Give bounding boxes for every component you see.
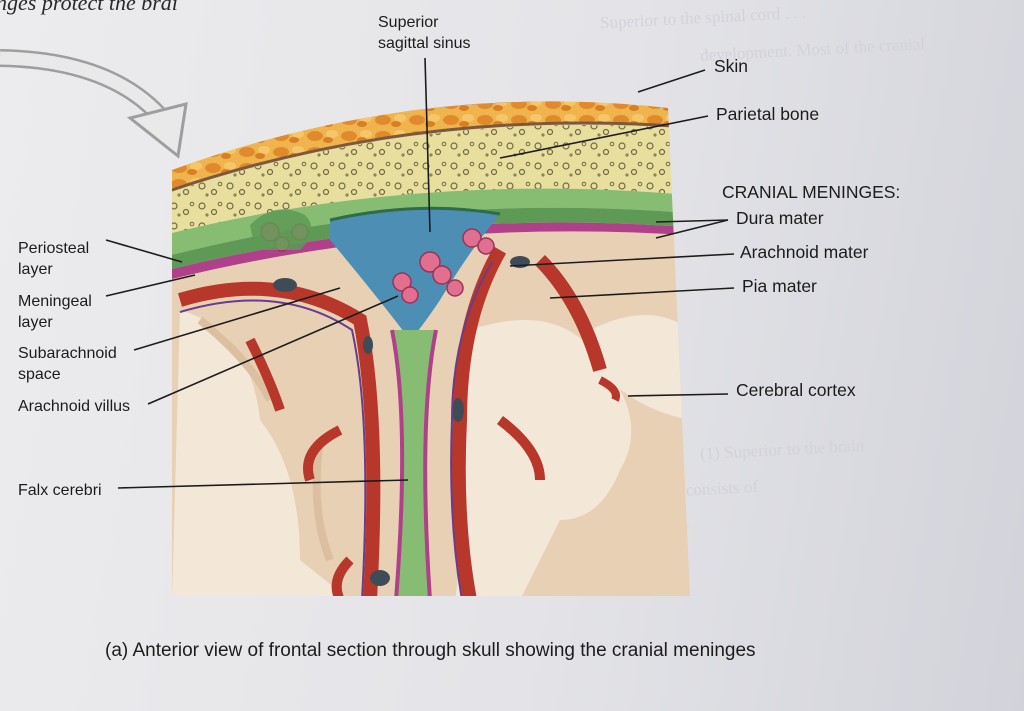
label-arachnoid-villus: Arachnoid villus xyxy=(18,398,131,415)
label-subarachnoid-space: Subarachnoid space xyxy=(18,345,117,383)
leader-lines xyxy=(105,57,735,489)
label-pia-mater: Pia mater xyxy=(742,276,817,296)
label-arachnoid-mater: Arachnoid mater xyxy=(740,242,869,262)
label-dura-mater: Dura mater xyxy=(736,208,824,228)
pointer-arrow-head xyxy=(126,101,188,159)
label-parietal-bone: Parietal bone xyxy=(716,104,820,124)
label-superior-sagittal-sinus: Superior sagittal sinus xyxy=(378,14,471,52)
header-text-fragment: nges protect the brai xyxy=(0,0,178,15)
label-cranial-meninges: CRANIAL MENINGES: xyxy=(722,182,901,202)
label-skin: Skin xyxy=(714,56,749,76)
label-cerebral-cortex: Cerebral cortex xyxy=(736,380,856,400)
label-meningeal-layer: Meningeal layer xyxy=(18,293,92,331)
figure-caption: (a) Anterior view of frontal section thr… xyxy=(105,640,756,661)
label-falx-cerebri: Falx cerebri xyxy=(18,482,102,499)
label-periosteal-layer: Periosteal layer xyxy=(18,240,90,278)
